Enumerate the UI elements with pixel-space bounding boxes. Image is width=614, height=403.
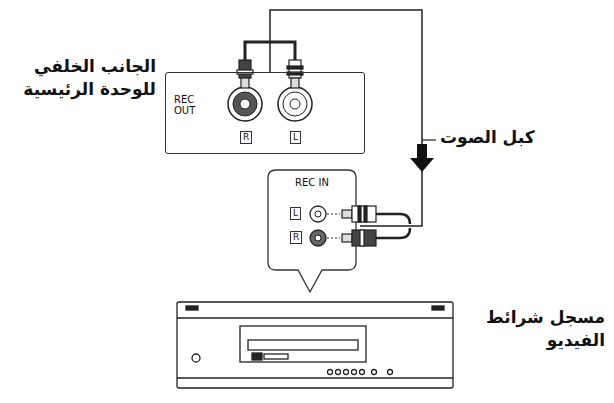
panel-node: REC IN LR: [268, 170, 360, 270]
channel-label: R: [240, 131, 252, 144]
cable-label: كبل الصوت: [440, 126, 570, 149]
rca-jacks: [228, 87, 312, 121]
callout-bubble: [268, 170, 356, 292]
port-label: REC IN: [268, 178, 356, 189]
device-label: مسجل شرائط الفيديو: [465, 306, 605, 352]
channel-label: R: [290, 231, 302, 244]
unit-label: الجانب الخلفي للوحدة الرئيسية: [4, 55, 156, 101]
rca-plugs-side: [342, 206, 410, 246]
channel-label: L: [290, 131, 301, 144]
port-label: REC OUT: [174, 95, 206, 116]
channel-label: L: [290, 207, 301, 220]
panel-node: الجانب الخلفي للوحدة الرئيسيةREC OUTRL: [165, 72, 365, 154]
vcr-illustration: [177, 302, 453, 388]
device-node: مسجل شرائط الفيديو: [177, 302, 453, 388]
rca-plugs-top: [237, 42, 303, 88]
label-tick: [422, 139, 436, 140]
